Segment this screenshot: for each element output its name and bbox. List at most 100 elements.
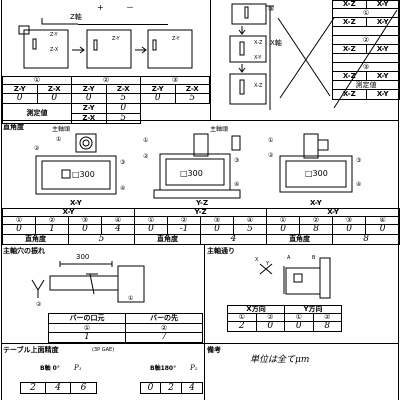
squareness-title: 直角度 bbox=[3, 123, 24, 131]
sq-num: ③ bbox=[356, 157, 362, 164]
sq-value: 0 bbox=[2, 224, 36, 235]
z-header: Z-X bbox=[36, 84, 72, 94]
b0-label: B軸 0° bbox=[40, 365, 60, 372]
sq-col-num: ① bbox=[134, 216, 169, 225]
squareness-diagrams-icon bbox=[35, 133, 353, 199]
sq-box-label: □300 bbox=[72, 170, 95, 179]
sq-result: 8 bbox=[332, 234, 400, 245]
align-pos-a: A bbox=[287, 255, 291, 261]
spindle-runout-icon bbox=[31, 261, 145, 303]
z-value: 0 bbox=[36, 93, 72, 104]
spindle-alignment-icon bbox=[259, 257, 331, 299]
align-num: ① bbox=[284, 313, 314, 322]
sq-num: ① bbox=[143, 137, 149, 144]
b180-p: P₂ bbox=[190, 364, 198, 372]
z-header: Z-Y bbox=[71, 84, 107, 94]
spindle-head-label-2: 主軸頭 bbox=[210, 126, 229, 133]
spindle-head-label: 主軸頭 bbox=[52, 126, 71, 133]
z-value: 5 bbox=[105, 93, 141, 104]
z-m-header: Z-Y bbox=[71, 103, 107, 114]
z-value: 0 bbox=[140, 93, 176, 104]
z-num-1: ① bbox=[2, 76, 72, 85]
sq-num: ① bbox=[56, 136, 62, 143]
sq-value: 0 bbox=[200, 224, 235, 235]
sq-result-label: 直角度 bbox=[266, 234, 334, 245]
sq-diag-label: Y-Z bbox=[196, 199, 209, 207]
runout-dim: 300 bbox=[76, 253, 90, 261]
z-header: Z-X bbox=[174, 84, 210, 94]
z-axis-label: Z軸 bbox=[70, 13, 82, 21]
mid-divider bbox=[204, 244, 205, 400]
align-num: ① bbox=[227, 313, 257, 322]
sq-value: 0 bbox=[332, 224, 367, 235]
sq-box-label-2: □300 bbox=[180, 169, 203, 178]
sq-result: 5 bbox=[67, 234, 136, 245]
align-axis-x: X bbox=[255, 257, 259, 263]
box3-label: Z-Y bbox=[172, 36, 180, 42]
z-axis-arrow bbox=[78, 24, 168, 25]
spindle-alignment-title: 主軸通り bbox=[207, 247, 235, 255]
x-m-header: X-Y bbox=[365, 89, 400, 100]
box2-label: Z-Y bbox=[112, 36, 120, 42]
b180-value: 0 bbox=[140, 382, 161, 394]
sq-num: ② bbox=[143, 153, 149, 160]
align-value: 8 bbox=[312, 321, 343, 332]
z-num-3: ③ bbox=[140, 76, 210, 85]
sq-value: 0 bbox=[134, 224, 169, 235]
align-value: 0 bbox=[255, 321, 285, 332]
table-top-title: テーブル上面精度 bbox=[3, 346, 59, 354]
sq-result: 4 bbox=[200, 234, 268, 245]
z-header: Z-Y bbox=[140, 84, 176, 94]
b180-table: 0 2 4 bbox=[140, 382, 203, 394]
runout-num: ② bbox=[125, 323, 203, 333]
align-value: 2 bbox=[227, 321, 257, 332]
section-line-3 bbox=[1, 343, 399, 344]
runout-header: バーの口元 bbox=[48, 313, 126, 324]
sq-col-num: ③ bbox=[200, 216, 235, 225]
sq-num: ④ bbox=[356, 181, 362, 188]
box1-label: Z-Y bbox=[50, 32, 58, 38]
sq-num: ④ bbox=[234, 181, 240, 188]
top-divider bbox=[210, 0, 211, 120]
table-top-note: (3P GAE) bbox=[92, 347, 115, 353]
align-axis-y: Y bbox=[266, 261, 270, 267]
b0-value: 6 bbox=[70, 382, 97, 394]
z-header: Z-Y bbox=[2, 84, 38, 94]
sq-col-num: ④ bbox=[100, 216, 136, 225]
sq-col-num: ③ bbox=[332, 216, 367, 225]
plus-sign: + bbox=[97, 3, 104, 12]
section-line-2 bbox=[1, 244, 399, 245]
sq-diag-label: X-Y bbox=[70, 199, 82, 207]
sq-num: ① bbox=[268, 137, 274, 144]
z-measured-label: 測定値 bbox=[2, 103, 72, 124]
sq-col-num: ③ bbox=[68, 216, 102, 225]
sq-num: ③ bbox=[234, 157, 240, 164]
z-m-value: 5 bbox=[105, 113, 141, 124]
sq-col-num: ② bbox=[299, 216, 334, 225]
z-header: Z-X bbox=[105, 84, 141, 94]
sq-group: X-Y bbox=[1, 208, 136, 217]
sq-num: ② bbox=[268, 152, 274, 159]
sq-value: 8 bbox=[299, 224, 334, 235]
sq-col-num: ① bbox=[266, 216, 301, 225]
x-circle-3: ③ bbox=[268, 5, 275, 13]
sq-num: ③ bbox=[120, 159, 126, 166]
runout-label-1: ① bbox=[128, 295, 134, 302]
alignment-table: X方向 Y方向 ① ② ① ② 2 0 0 8 bbox=[227, 305, 343, 332]
sq-num: ④ bbox=[120, 185, 126, 192]
z-m-value: 0 bbox=[105, 103, 141, 114]
section-line-1 bbox=[1, 120, 399, 121]
align-header: X方向 bbox=[227, 305, 285, 314]
b0-p: P₁ bbox=[74, 364, 82, 372]
b0-value: 4 bbox=[45, 382, 71, 394]
sq-col-num: ④ bbox=[365, 216, 400, 225]
sq-num: ② bbox=[34, 145, 40, 152]
remarks-title: 備考 bbox=[207, 346, 221, 354]
b0-value: 2 bbox=[20, 382, 46, 394]
z-num-2: ② bbox=[71, 76, 141, 85]
runout-header: バーの先 bbox=[125, 313, 203, 324]
b180-value: 4 bbox=[181, 382, 203, 394]
runout-label-2: ② bbox=[36, 301, 42, 308]
z-measured-table: 測定値 Z-Y 0 Z-X 5 bbox=[2, 103, 141, 124]
sq-value: 5 bbox=[233, 224, 268, 235]
